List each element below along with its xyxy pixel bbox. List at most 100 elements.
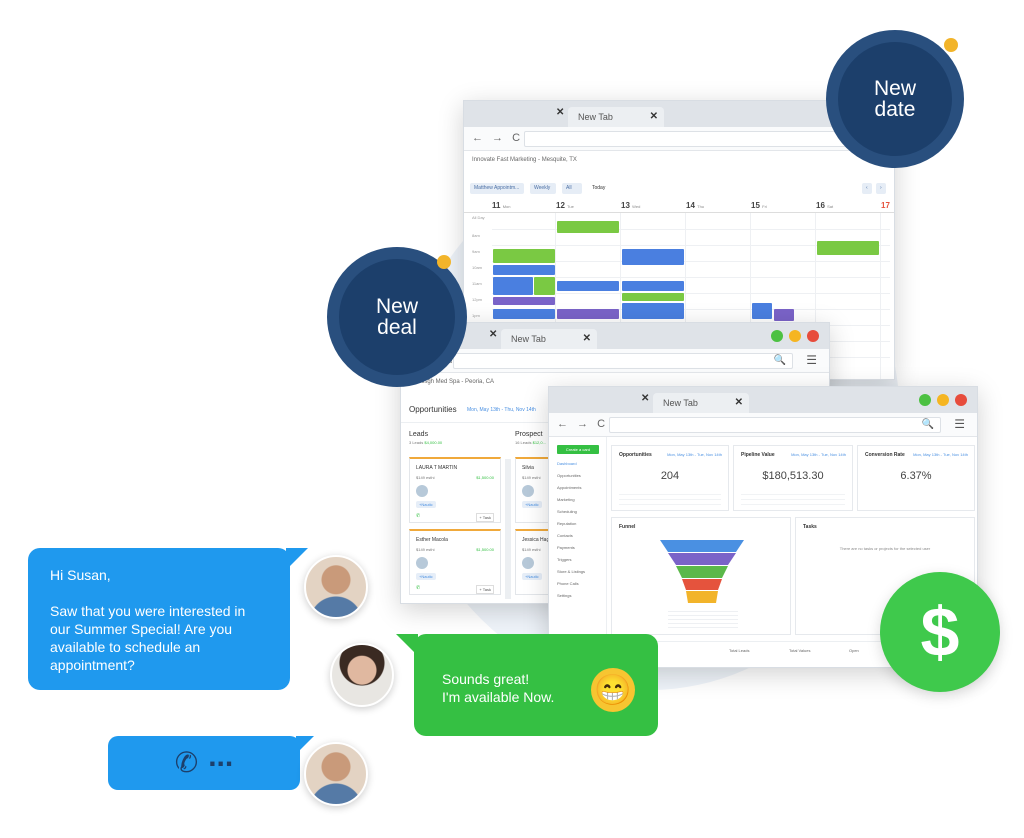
phone-icon[interactable]: ✆ (416, 585, 421, 591)
sidebar-item-dashboard[interactable]: Dashboard (557, 461, 577, 466)
next-week-button[interactable]: › (876, 183, 886, 194)
sidebar-item-reputation[interactable]: Reputation (557, 521, 577, 526)
maximize-button[interactable] (919, 394, 931, 406)
close-tab-icon[interactable]: ✕ (489, 329, 498, 340)
day-header[interactable]: 11 Mon (492, 201, 511, 210)
scrollbar[interactable] (505, 459, 511, 599)
url-input[interactable]: 🔍 (524, 131, 858, 147)
sidebar-item-opportunities[interactable]: Opportunities (557, 473, 581, 478)
close-button[interactable] (807, 330, 819, 342)
sidebar-item-triggers[interactable]: Triggers (557, 557, 572, 562)
leads-column-header: Leads 3 Leads $4,000.00 (409, 431, 505, 445)
conversion-rate-card[interactable]: Conversion Rate Mon, May 13th - Tue, Nov… (857, 445, 975, 511)
calendar-event[interactable] (752, 303, 772, 319)
day-header[interactable]: 14 Thu (686, 201, 705, 210)
nav-arrows-icon[interactable]: ← → C ⌂ (472, 132, 539, 144)
dollar-icon: $ (880, 572, 1000, 692)
sidebar-item-scheduling[interactable]: Scheduling (557, 509, 577, 514)
prev-week-button[interactable]: ‹ (862, 183, 872, 194)
column-title: Prospect (515, 431, 543, 438)
add-task-button[interactable]: + Task (476, 513, 494, 522)
calendar-event[interactable] (493, 249, 555, 263)
url-input[interactable]: 🔍 (453, 353, 793, 369)
sidebar-item-marketing[interactable]: Marketing (557, 497, 575, 502)
today-button[interactable]: Today (592, 185, 606, 191)
date-range[interactable]: Mon, May 13th - Thu, Nov 14th (467, 407, 536, 413)
location-selector[interactable]: Bodhisgh Med Spa - Peoria, CA (409, 379, 495, 385)
calendar-event[interactable] (817, 241, 879, 255)
minimize-button[interactable] (937, 394, 949, 406)
calendar-event[interactable] (493, 309, 555, 319)
lead-tag[interactable]: +Nautic (416, 573, 436, 580)
sidebar-item-contacts[interactable]: Contacts (557, 533, 573, 538)
filter-view[interactable]: Weekly (530, 183, 556, 194)
calendar-event[interactable] (622, 249, 684, 265)
browser-tab[interactable]: New Tab ✕ (501, 329, 597, 349)
lead-name: Jessica Hags (522, 537, 552, 543)
lead-tag[interactable]: +Nautic (416, 501, 436, 508)
opportunities-card[interactable]: Opportunities Mon, May 13th - Tue, Nov 1… (611, 445, 729, 511)
funnel-stage (686, 591, 718, 603)
minimize-button[interactable] (789, 330, 801, 342)
sidebar-item-payments[interactable]: Payments (557, 545, 575, 550)
close-icon[interactable]: ✕ (582, 333, 591, 344)
calendar-event[interactable] (493, 297, 555, 305)
menu-icon[interactable]: ☰ (954, 417, 965, 431)
day-header-today[interactable]: 17 (881, 201, 890, 210)
close-tab-icon[interactable]: ✕ (556, 107, 565, 118)
search-icon[interactable]: 🔍 (921, 419, 934, 430)
sidebar-item-settings[interactable]: Settings (557, 593, 572, 598)
calendar-event[interactable] (622, 281, 684, 291)
calendar-event[interactable] (493, 265, 555, 275)
funnel-card[interactable]: Funnel (611, 517, 791, 635)
lead-card[interactable]: LAURA T MARTIN $149 esthi $1,500.00 +Nau… (409, 457, 501, 523)
create-card-button[interactable]: Create a card (557, 445, 599, 454)
url-input[interactable]: 🔍 (609, 417, 941, 433)
lead-tag[interactable]: +Nautic (522, 501, 542, 508)
card-date-range[interactable]: Mon, May 13th - Tue, Nov 14th (667, 452, 722, 457)
nav-arrows-icon[interactable]: ← → C ⌂ (557, 418, 624, 430)
lead-tag[interactable]: +Nautic (522, 573, 542, 580)
calendar-event[interactable] (622, 293, 684, 301)
search-icon[interactable]: 🔍 (773, 355, 786, 366)
lead-count: 16 Leads (515, 440, 532, 445)
phone-icon[interactable]: ✆ (416, 513, 421, 519)
pipeline-value-card[interactable]: Pipeline Value Mon, May 13th - Tue, Nov … (733, 445, 853, 511)
calendar-event[interactable] (534, 277, 555, 295)
sidebar-item-appointments[interactable]: Appointments (557, 485, 582, 490)
calendar-event[interactable] (774, 309, 794, 321)
day-header[interactable]: 13 Wed (621, 201, 641, 210)
maximize-button[interactable] (771, 330, 783, 342)
calendar-event[interactable] (557, 221, 619, 233)
add-task-button[interactable]: + Task (476, 585, 494, 594)
sidebar-item-store[interactable]: Store & Listings (557, 569, 586, 574)
calendar-event[interactable] (622, 303, 684, 319)
browser-tab[interactable]: New Tab ✕ (653, 393, 749, 413)
filter-calendar[interactable]: Matthew Appointm... (470, 183, 524, 194)
sidebar-item-phone-calls[interactable]: Phone Calls (557, 581, 579, 586)
calendar-browser-window: ✕ New Tab ✕ ← → C ⌂ 🔍 Innovate Fast Mark… (463, 100, 895, 380)
close-icon[interactable]: ✕ (649, 111, 658, 122)
card-date-range[interactable]: Mon, May 13th - Tue, Nov 14th (913, 452, 968, 457)
day-header[interactable]: 15 Fri (751, 201, 767, 210)
day-header[interactable]: 12 Tue (556, 201, 574, 210)
card-date-range[interactable]: Mon, May 13th - Tue, Nov 14th (791, 452, 846, 457)
calendar-event[interactable] (557, 281, 619, 291)
calendar-day-header: 11 Mon 12 Tue 13 Wed 14 Thu 15 Fri 16 Sa… (464, 201, 894, 213)
calendar-event[interactable] (557, 309, 619, 319)
close-tab-icon[interactable]: ✕ (641, 393, 650, 404)
browser-tab[interactable]: New Tab ✕ (568, 107, 664, 127)
close-button[interactable] (955, 394, 967, 406)
close-icon[interactable]: ✕ (734, 397, 743, 408)
filter-status[interactable]: All (562, 183, 582, 194)
card-title: Pipeline Value (741, 452, 775, 458)
badge-label: New deal (375, 295, 418, 339)
funnel-chart (660, 540, 744, 603)
lead-card[interactable]: Esther Macola $149 esthi $1,500.00 +Naut… (409, 529, 501, 595)
card-title: Opportunities (619, 452, 652, 458)
menu-icon[interactable]: ☰ (806, 353, 817, 367)
day-header[interactable]: 16 Sat (816, 201, 834, 210)
calendar-event[interactable] (493, 277, 533, 295)
grid-line (492, 309, 890, 310)
location-selector[interactable]: Innovate Fast Marketing - Mesquite, TX (472, 157, 577, 163)
